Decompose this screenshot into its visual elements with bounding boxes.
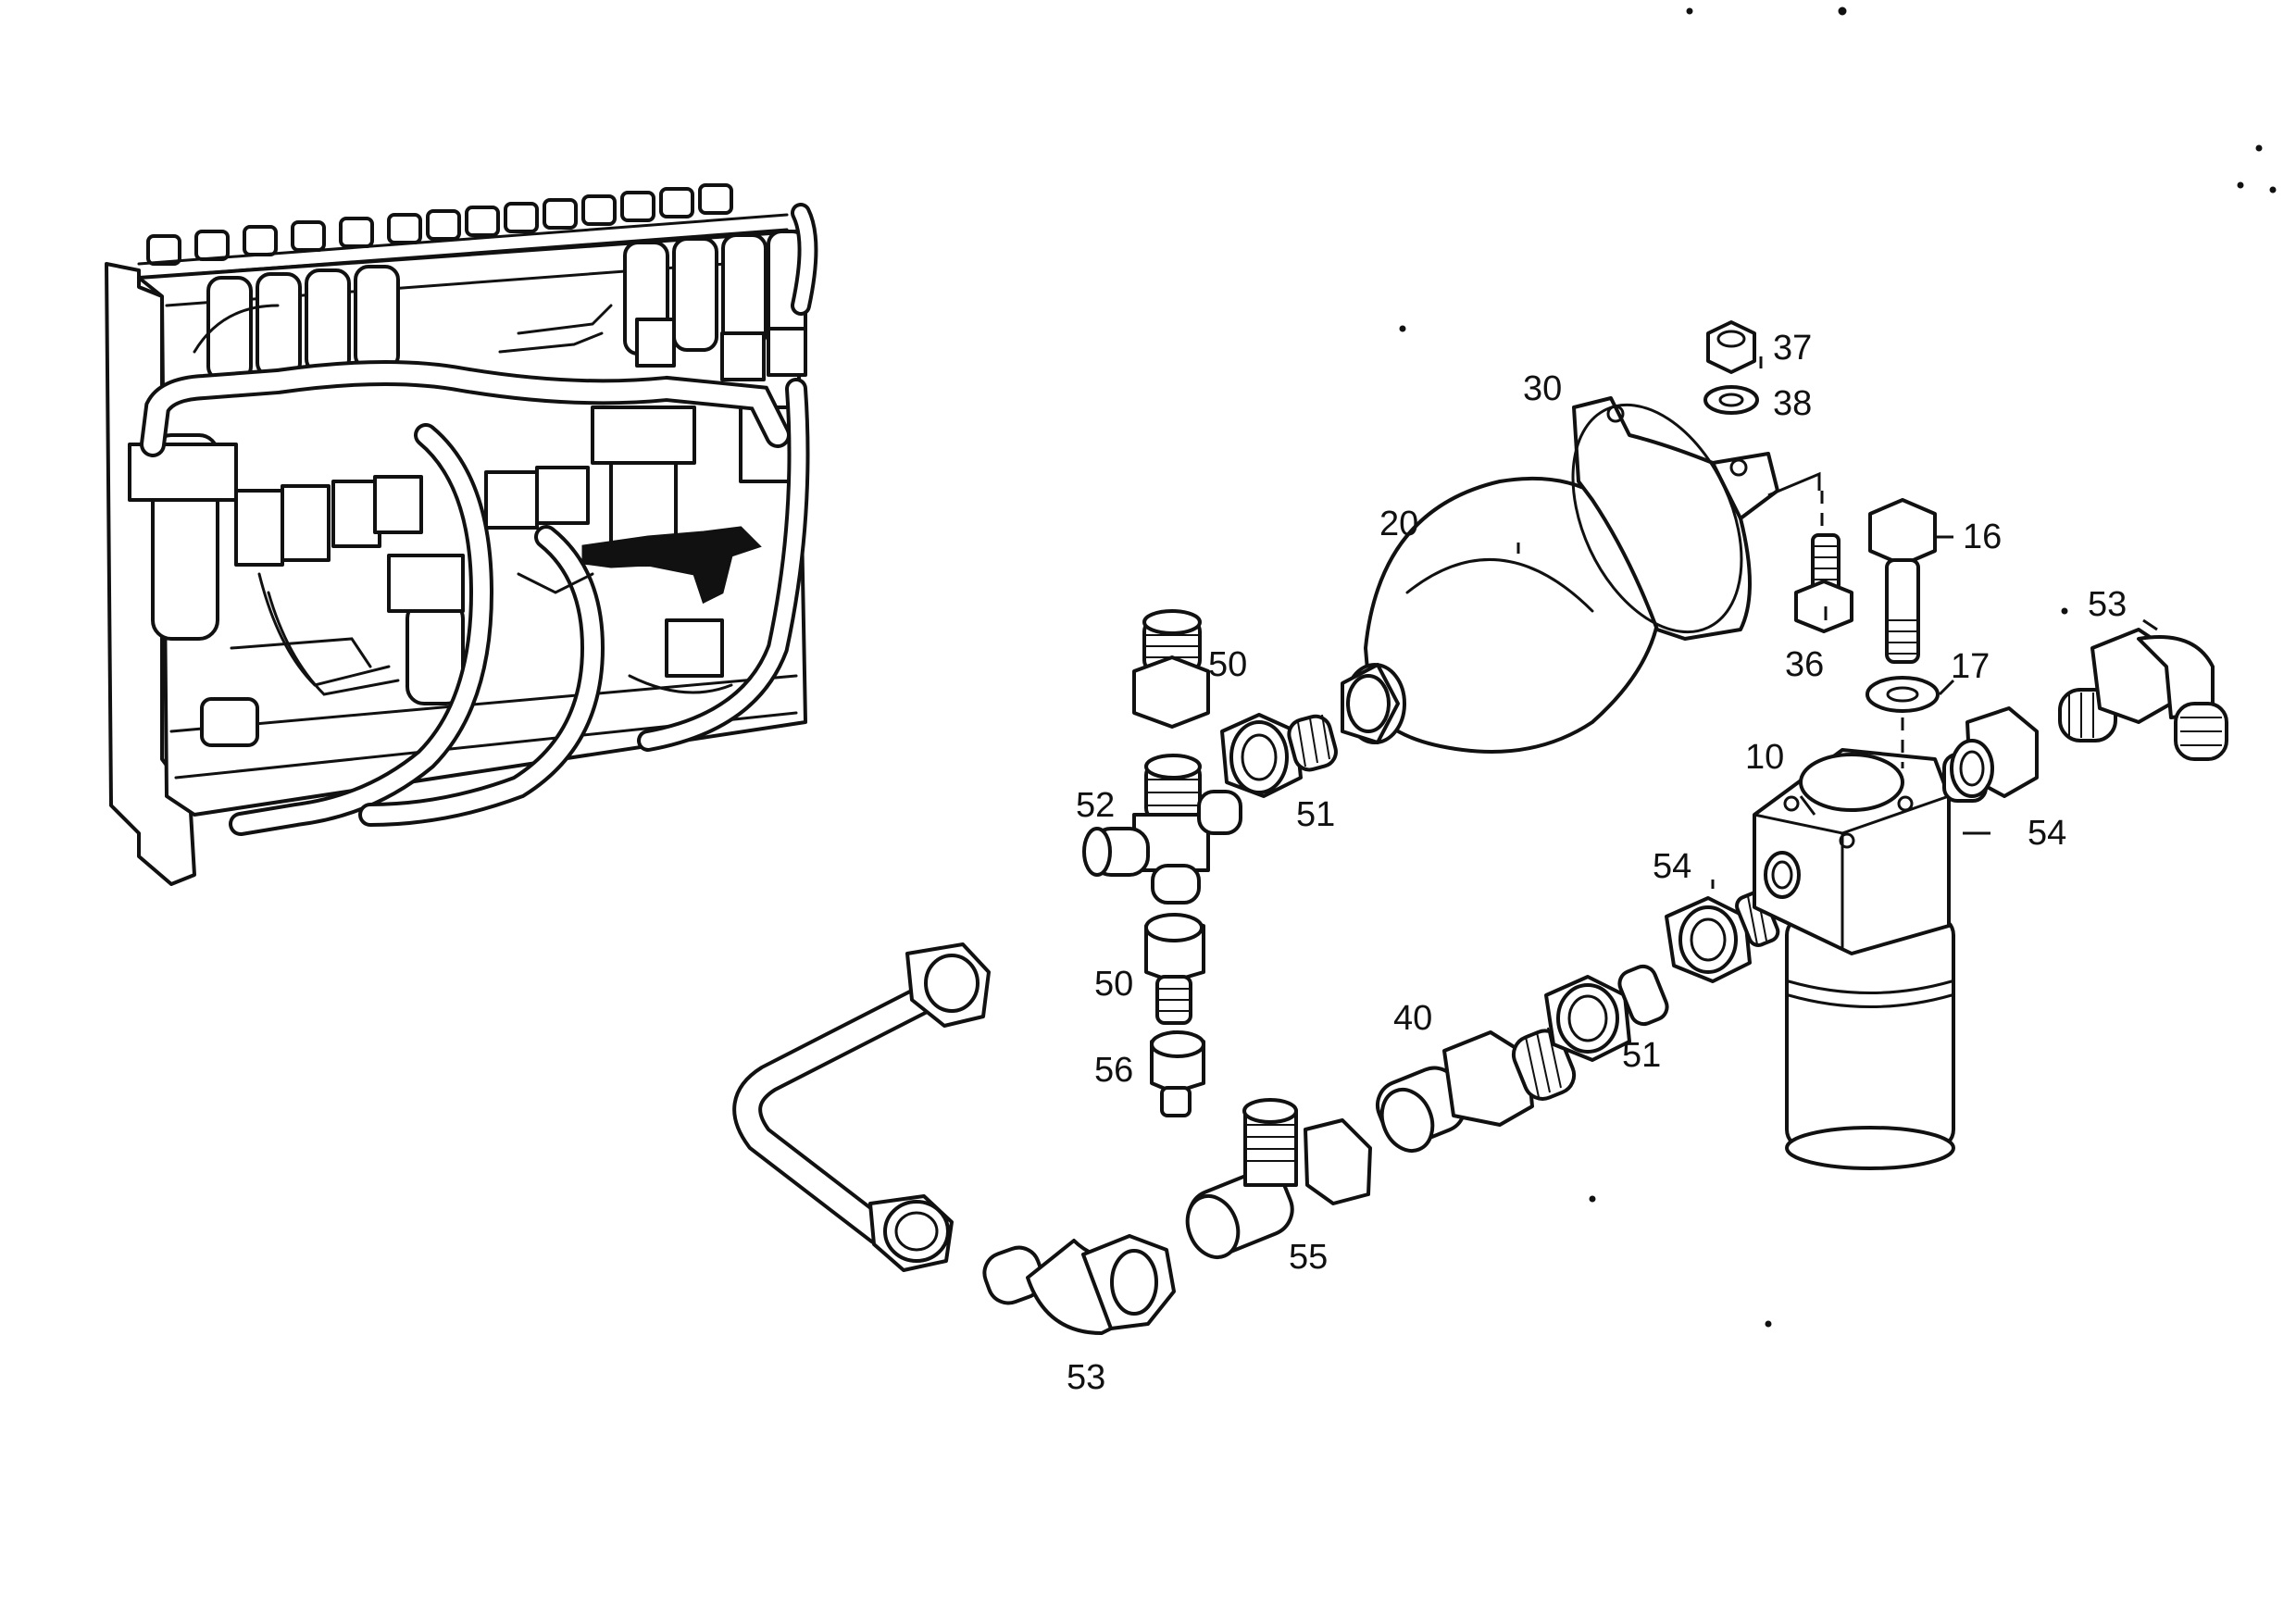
injector-caps	[137, 183, 789, 280]
scan-specks	[1399, 6, 2277, 1328]
accumulator-20	[1341, 477, 1663, 754]
callout-51-upper: 51	[1296, 795, 1335, 834]
washer-17	[1866, 676, 1940, 713]
callout-20: 20	[1379, 505, 1418, 543]
callout-38: 38	[1773, 384, 1812, 423]
coupling-40	[1376, 1027, 1577, 1153]
bent-pipe	[732, 942, 991, 1272]
adapter-54-upper	[1942, 706, 2039, 803]
engine-tubing	[193, 304, 733, 696]
callout-30: 30	[1523, 369, 1562, 408]
elbow-fitting-53-upper	[2058, 628, 2228, 761]
adapter-51-lower	[1544, 964, 1669, 1062]
hoses	[140, 203, 818, 836]
callout-50-lower: 50	[1094, 965, 1133, 1004]
cross-fitting-52	[1082, 754, 1242, 905]
callout-53-lower: 53	[1067, 1358, 1105, 1397]
engine-clamp	[581, 526, 762, 605]
bolt-36	[1794, 533, 1853, 633]
callout-52: 52	[1076, 786, 1115, 825]
callout-55: 55	[1289, 1238, 1328, 1277]
callout-17: 17	[1951, 647, 1990, 686]
callout-54-upper: 54	[2028, 814, 2066, 853]
callout-36: 36	[1785, 645, 1824, 684]
callout-54-lower: 54	[1653, 847, 1691, 886]
callout-56: 56	[1094, 1051, 1133, 1090]
nut-37	[1706, 320, 1756, 374]
tee-fitting-55	[1185, 1098, 1372, 1259]
callout-50-upper: 50	[1208, 645, 1247, 684]
adapter-50-lower	[1144, 913, 1205, 1025]
clamp-ring-30	[1571, 396, 1779, 641]
adapter-50-upper	[1132, 609, 1210, 729]
washer-38	[1703, 385, 1759, 415]
bolt-16	[1868, 498, 1937, 664]
callout-10: 10	[1745, 738, 1784, 777]
callout-37: 37	[1773, 329, 1812, 368]
adapter-54-lower	[1665, 890, 1780, 983]
callout-53-upper: 53	[2088, 585, 2127, 624]
adapter-51-upper	[1220, 713, 1338, 798]
elbow-fitting-53-bottom	[982, 1234, 1176, 1335]
leader-lines	[1516, 356, 2158, 889]
engine-filters	[128, 406, 724, 747]
callout-51-lower: 51	[1622, 1036, 1661, 1075]
leader-30-line	[1767, 471, 1821, 497]
engine-assembly-illustration	[105, 183, 818, 886]
valve-blocks	[234, 318, 807, 567]
filter-housing-10	[1753, 748, 1955, 1170]
cap-56	[1150, 1030, 1205, 1117]
callout-40: 40	[1393, 999, 1432, 1038]
callout-numbers: 10 16 17 20 30 36 37 38 40 50 50 51 51 5…	[1067, 329, 2127, 1397]
callout-16: 16	[1963, 518, 2002, 556]
